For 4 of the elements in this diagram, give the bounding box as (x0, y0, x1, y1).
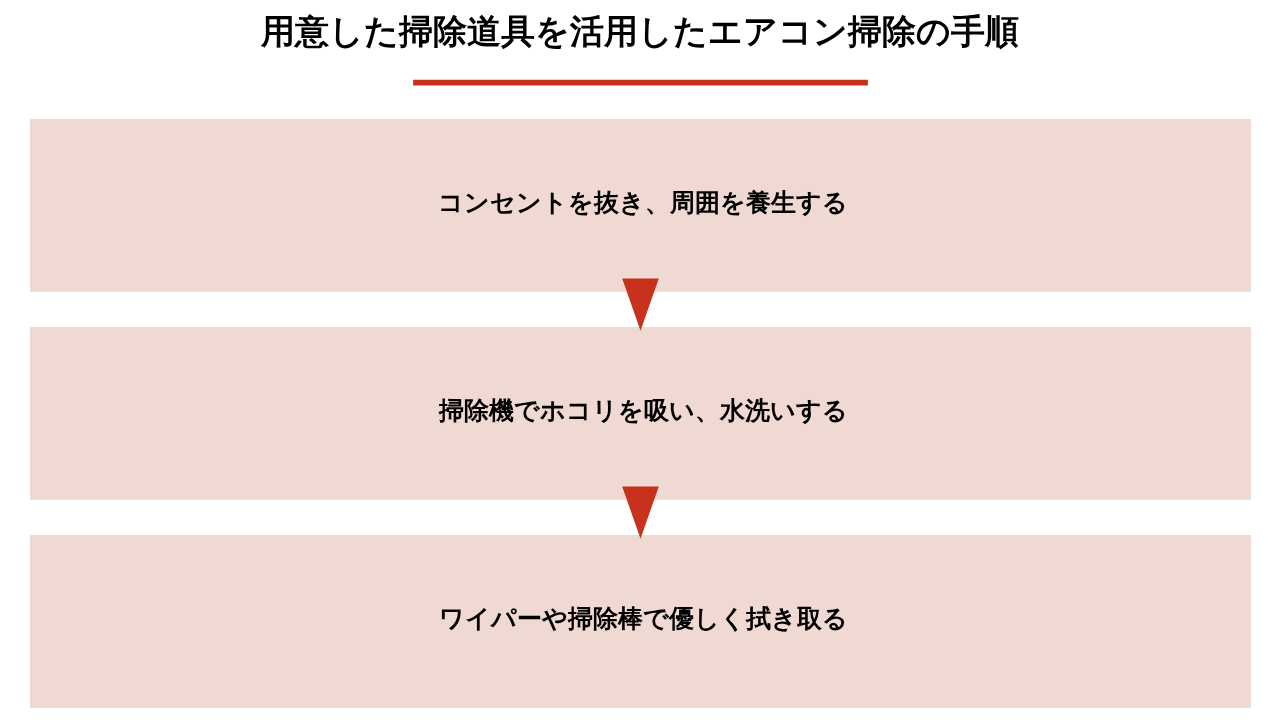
diagram-title: 用意した掃除道具を活用したエアコン掃除の手順 (260, 11, 1019, 52)
arrow (621, 278, 659, 331)
node-box: ワイパーや掃除棒で優しく拭き取る (29, 535, 1251, 708)
arrow (621, 486, 659, 539)
